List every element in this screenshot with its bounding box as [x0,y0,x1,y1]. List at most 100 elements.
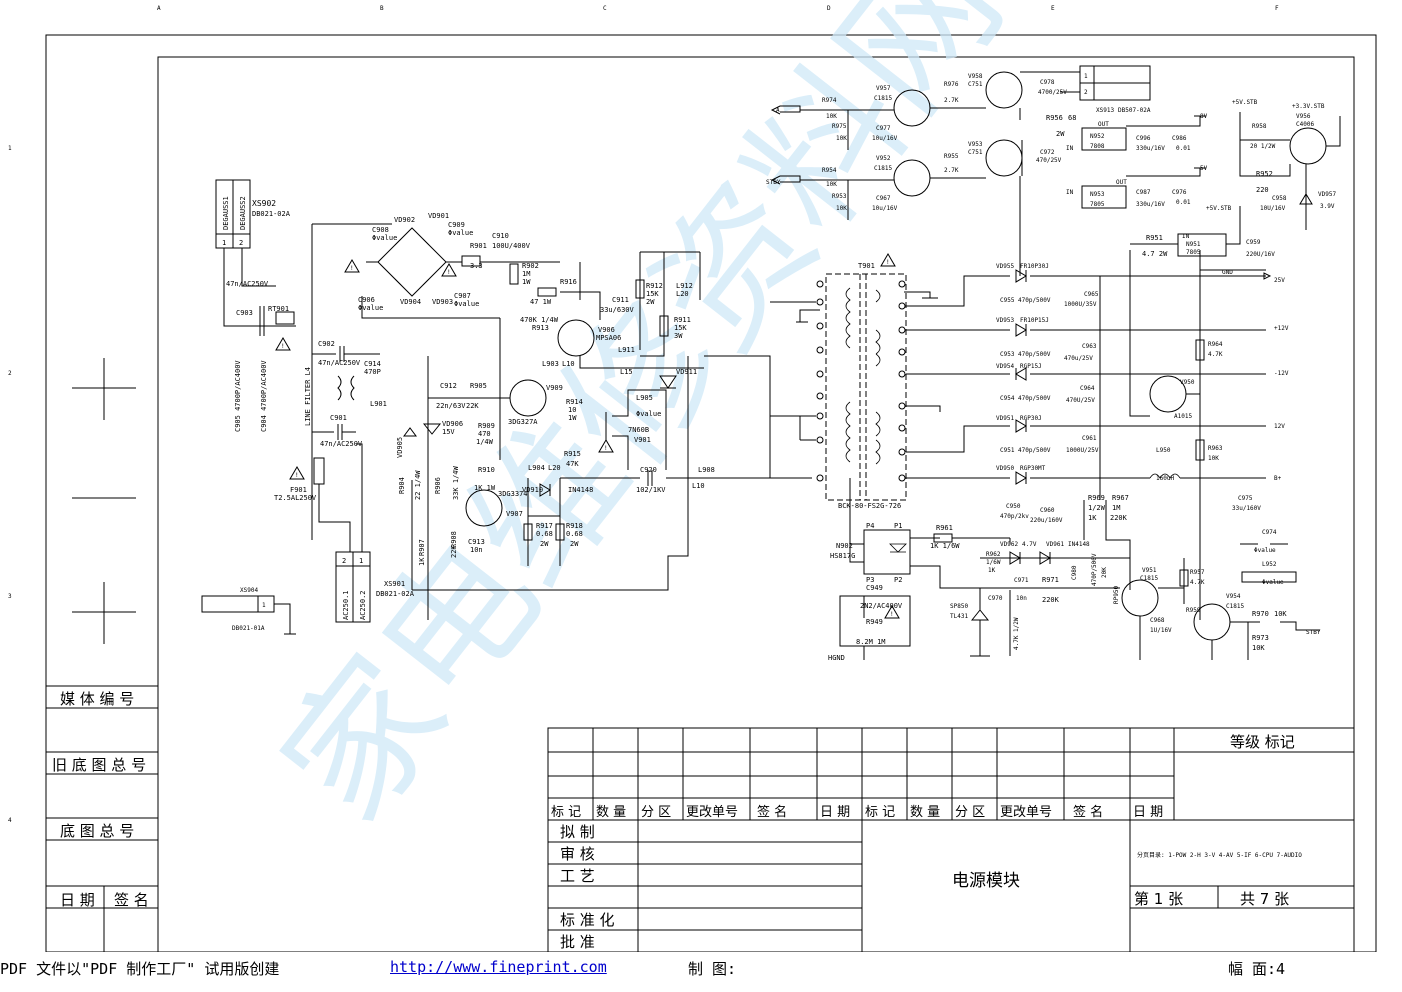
svg-text:F901: F901 [290,486,307,494]
svg-text:R914: R914 [566,398,583,406]
svg-text:C955: C955 [1000,297,1015,304]
zone-3: 3 [8,593,12,600]
transformer-t901: T901 BCK-80-FS2G-726 [816,262,907,510]
svg-text:!: ! [604,445,608,452]
svg-text:XS913: XS913 [1096,107,1114,114]
svg-text:!: ! [281,343,285,350]
svg-text:!: ! [447,269,451,276]
svg-text:1000U/35V: 1000U/35V [1064,301,1097,308]
svg-text:R902: R902 [522,262,539,270]
svg-text:160uH: 160uH [1156,475,1174,482]
optocoupler-n902: P4 P1 P3 P2 N902 HS817G [830,522,911,584]
svg-text:C976: C976 [1172,189,1187,196]
svg-text:V907: V907 [506,510,523,518]
svg-text:R911: R911 [674,316,691,324]
outer-frame [45,34,1377,952]
svg-text:68: 68 [1068,114,1076,122]
grade-mark: 等级 标记 [1230,733,1295,751]
svg-text:47 1W: 47 1W [530,298,552,306]
svg-text:C951: C951 [1000,447,1015,454]
svg-text:1: 1 [222,239,226,247]
svg-text:C907: C907 [454,292,471,300]
svg-text:IN: IN [1066,189,1074,196]
svg-text:470P: 470P [364,368,381,376]
svg-text:P4: P4 [866,522,874,530]
svg-text:C904 4700P/AC400V: C904 4700P/AC400V [260,360,268,432]
svg-text:1/6W: 1/6W [986,559,1001,566]
svg-text:R959: R959 [1186,607,1201,614]
svg-text:R916: R916 [560,278,577,286]
zone-f: F [1275,5,1279,12]
svg-text:33K 1/4W: 33K 1/4W [452,465,460,500]
format-label: 幅 面:4 [1228,960,1286,978]
svg-text:C950: C950 [1006,503,1021,510]
svg-text:VD953: VD953 [996,317,1014,324]
svg-text:10n: 10n [1016,595,1027,602]
svg-text:1: 1 [1084,73,1088,80]
svg-text:V953: V953 [968,141,983,148]
svg-text:10K: 10K [836,135,847,142]
zone-c: C [603,5,607,12]
svg-text:470u/25V: 470u/25V [1064,355,1093,362]
svg-text:Φvalue: Φvalue [636,410,661,418]
svg-text:RGP30MT: RGP30MT [1020,465,1046,472]
svg-text:L20: L20 [676,290,689,298]
svg-text:47n/AC250V: 47n/AC250V [320,440,363,448]
svg-text:R951: R951 [1146,234,1163,242]
svg-text:10K: 10K [1274,610,1287,618]
svg-text:A1015: A1015 [1174,413,1192,420]
svg-text:470p/500V: 470p/500V [1018,447,1051,454]
zone-d: D [827,5,831,12]
rev-header-2: 数 量 [596,805,626,820]
svg-text:C971: C971 [1014,577,1029,584]
left-column-block: 媒 体 编 号 旧 底 图 总 号 底 图 总 号 日 期 签 名 [46,685,158,952]
svg-text:470p/500V: 470p/500V [1018,297,1051,304]
svg-text:C972: C972 [1040,149,1055,156]
bridge-rectifier: VD902 VD901 VD904 VD903 C908 Φvalue C909… [358,212,479,312]
svg-text:C4006: C4006 [1296,121,1314,128]
inner-frame [157,56,1355,952]
svg-text:L20: L20 [548,464,561,472]
svg-text:4.7V: 4.7V [1022,541,1037,548]
svg-text:C987: C987 [1136,189,1151,196]
svg-text:3W: 3W [674,332,683,340]
svg-text:DEGAUSS2: DEGAUSS2 [239,196,247,230]
svg-text:1K: 1K [1088,514,1097,522]
svg-text:C913: C913 [468,538,485,546]
svg-text:3DG327A: 3DG327A [508,418,538,426]
svg-text:+12V: +12V [1274,325,1289,332]
drawing-title: 电源模块 [952,871,1020,891]
svg-text:HS817G: HS817G [830,552,855,560]
svg-text:VD951: VD951 [996,415,1014,422]
media-no-label: 媒 体 编 号 [60,690,134,708]
svg-text:VD906: VD906 [442,420,463,428]
svg-text:7805: 7805 [1186,249,1201,256]
svg-text:P2: P2 [894,576,902,584]
svg-text:+5V.STB: +5V.STB [1232,99,1258,106]
svg-text:SP850: SP850 [950,603,968,610]
svg-text:22K: 22K [466,402,479,410]
svg-text:C965: C965 [1084,291,1099,298]
svg-text:470K 1/4W: 470K 1/4W [520,316,559,324]
svg-text:1: 1 [359,557,363,565]
svg-text:R962: R962 [986,551,1001,558]
svg-text:470/25V: 470/25V [1036,157,1062,164]
svg-text:C963: C963 [1082,343,1097,350]
svg-text:10: 10 [568,406,576,414]
svg-text:FR10P15J: FR10P15J [1020,317,1049,324]
fineprint-link[interactable]: http://www.fineprint.com [390,958,607,976]
drawing-no-label: 底 图 总 号 [60,822,134,840]
svg-text:C908: C908 [372,226,389,234]
svg-text:R908: R908 [450,531,458,548]
svg-text:C961: C961 [1082,435,1097,442]
svg-text:2: 2 [1084,89,1088,96]
svg-text:XS902: XS902 [252,199,276,208]
warning-icon: ! ! ! ! ! ! ! [275,253,900,619]
svg-text:47K: 47K [566,460,579,468]
svg-text:47n/AC250V: 47n/AC250V [226,280,269,288]
svg-text:4.7K: 4.7K [1208,351,1223,358]
schematic: DEGAUSS1 DEGAUSS2 1 2 XS902 DB021-02A 47… [201,65,1341,662]
svg-text:100U/400V: 100U/400V [492,242,531,250]
svg-text:R953: R953 [832,193,847,200]
svg-text:VD961: VD961 [1046,541,1064,548]
